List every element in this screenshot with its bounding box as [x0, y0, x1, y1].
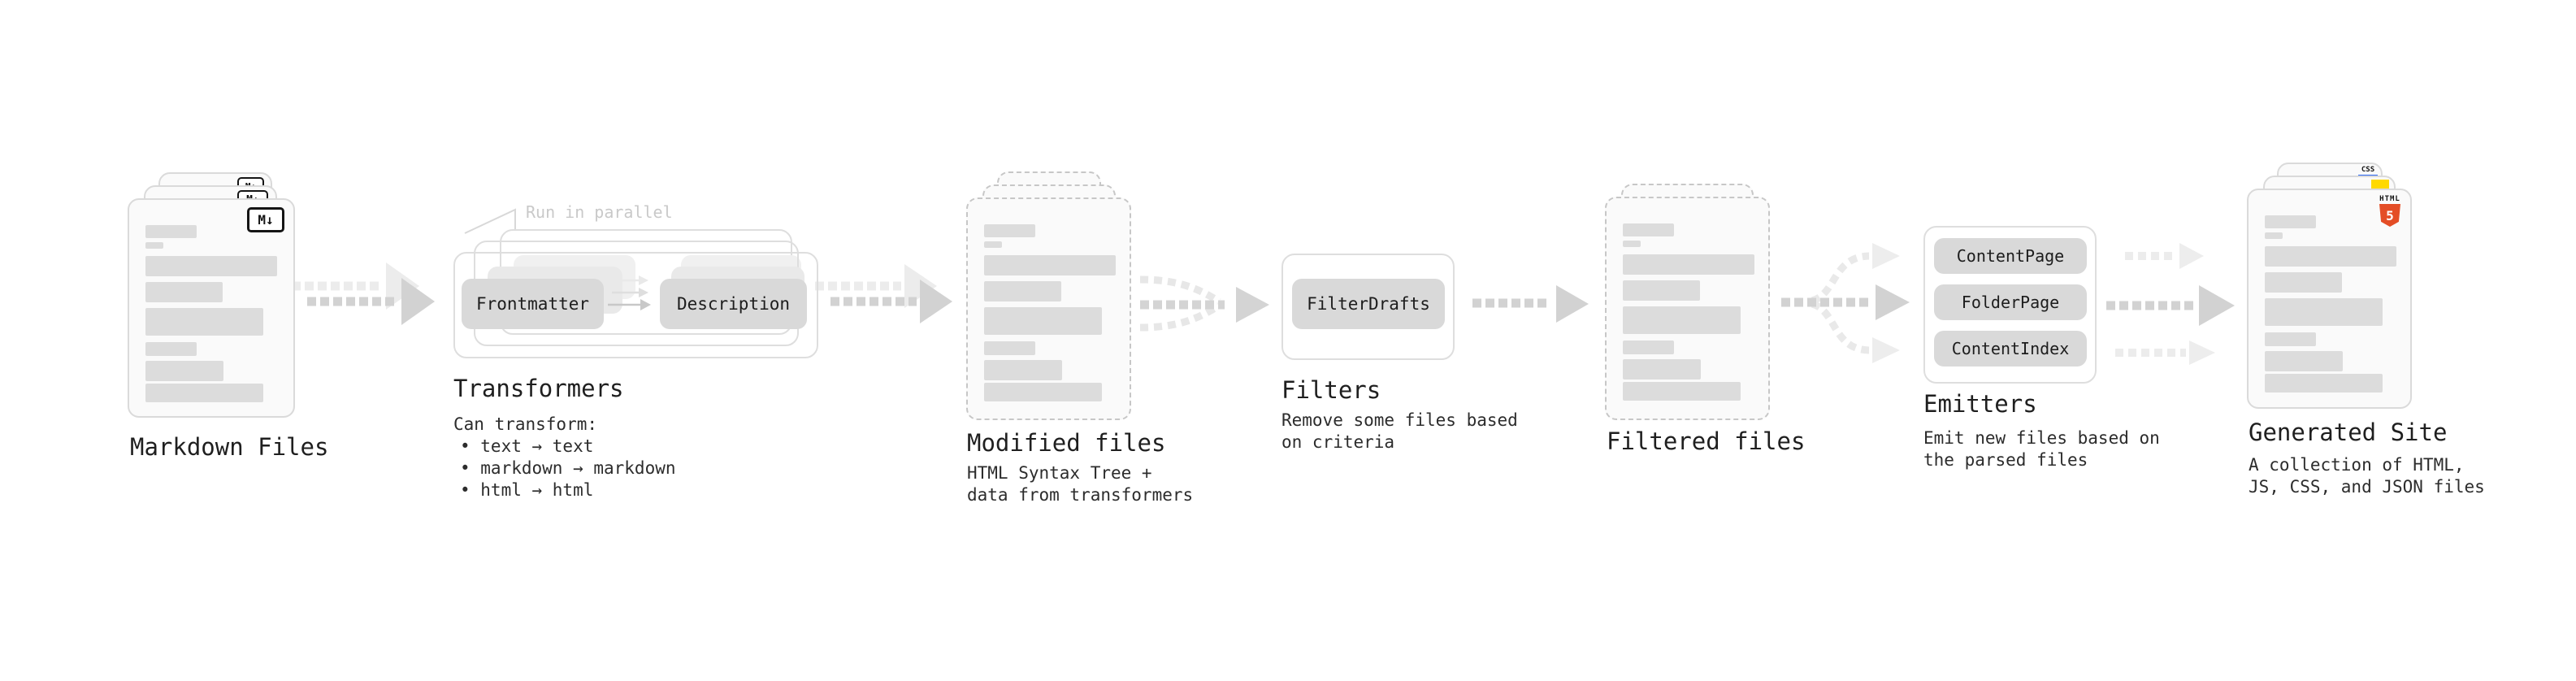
html5-icon-shield: 5 — [2379, 204, 2400, 227]
emitter-pill-contentpage: ContentPage — [1934, 238, 2087, 274]
arrow-modified-to-filters — [1140, 287, 1269, 323]
transformer-inner-arrows — [608, 275, 651, 310]
placeholder-text-bar — [145, 225, 197, 238]
placeholder-text-bar — [984, 383, 1102, 401]
transformers-bullet-1: • text → text — [460, 436, 594, 456]
stage-title-markdown-files: Markdown Files — [130, 433, 329, 461]
markdown-file-card-front: M↓ — [128, 198, 295, 418]
emitter-pill-folderpage: FolderPage — [1934, 284, 2087, 320]
stage-title-emitters: Emitters — [1923, 390, 2037, 418]
emitters-subtitle-1: Emit new files based on — [1923, 428, 2160, 448]
filters-subtitle-1: Remove some files based — [1281, 410, 1518, 430]
placeholder-text-bar — [984, 241, 1002, 248]
arrow-modified-to-filters-branches — [1139, 275, 1221, 332]
placeholder-text-bar — [1623, 223, 1674, 236]
markdown-icon: M↓ — [247, 207, 284, 232]
modified-file-card-front — [966, 197, 1131, 420]
placeholder-text-bar — [2265, 246, 2396, 267]
placeholder-text-bar — [984, 341, 1035, 355]
placeholder-text-bar — [2265, 374, 2383, 393]
transformers-bullet-2: • markdown → markdown — [460, 458, 676, 478]
transformer-pill-frontmatter: Frontmatter — [462, 279, 604, 329]
html5-icon: HTML 5 — [2379, 195, 2400, 227]
placeholder-text-bar — [2265, 232, 2283, 239]
generated-file-card-html: HTML 5 — [2247, 189, 2412, 409]
filtered-file-card-front — [1605, 197, 1770, 420]
css-icon-label: CSS — [2361, 166, 2375, 174]
arrow-filtered-to-emitters-branches — [1811, 243, 1900, 363]
placeholder-text-bar — [145, 384, 263, 402]
arrow-filtered-to-emitters — [1781, 284, 1910, 320]
placeholder-text-bar — [984, 307, 1102, 335]
arrow-markdown-to-transformers — [307, 278, 435, 325]
transformers-bullet-3: • html → html — [460, 480, 594, 500]
placeholder-text-bar — [145, 282, 223, 302]
placeholder-text-bar — [1623, 254, 1754, 275]
arrow-filters-to-filtered — [1472, 285, 1589, 323]
generated-site-subtitle-2: JS, CSS, and JSON files — [2249, 477, 2485, 497]
transformer-pill-description: Description — [660, 279, 807, 329]
placeholder-text-bar — [145, 361, 223, 381]
placeholder-text-bar — [984, 360, 1062, 380]
stage-title-filters: Filters — [1281, 376, 1381, 404]
arrow-emitters-to-generated-bottom — [2115, 340, 2215, 365]
arrow-emitters-to-generated-top — [2125, 243, 2204, 269]
filters-subtitle-2: on criteria — [1281, 432, 1395, 452]
html5-icon-number: 5 — [2386, 207, 2394, 223]
placeholder-text-bar — [1623, 382, 1741, 401]
transformers-desc-heading: Can transform: — [453, 414, 598, 434]
placeholder-text-bar — [145, 242, 163, 249]
placeholder-text-bar — [2265, 332, 2316, 346]
arrow-emitters-to-generated-middle — [2106, 285, 2235, 326]
placeholder-text-bar — [1623, 280, 1700, 301]
placeholder-text-bar — [984, 255, 1116, 275]
placeholder-text-bar — [145, 342, 197, 356]
placeholder-text-bar — [145, 308, 263, 336]
stage-title-filtered-files: Filtered files — [1607, 427, 1806, 455]
stage-title-modified-files: Modified files — [967, 429, 1166, 457]
placeholder-text-bar — [1623, 359, 1701, 380]
html5-icon-label: HTML — [2379, 195, 2400, 203]
run-in-parallel-leader-line — [464, 208, 516, 234]
placeholder-text-bar — [2265, 215, 2316, 228]
placeholder-text-bar — [1623, 340, 1674, 354]
placeholder-text-bar — [2265, 351, 2343, 371]
emitters-subtitle-2: the parsed files — [1923, 450, 2088, 470]
run-in-parallel-note: Run in parallel — [526, 202, 673, 222]
placeholder-text-bar — [984, 224, 1035, 237]
emitter-pill-contentindex: ContentIndex — [1934, 331, 2087, 367]
placeholder-text-bar — [2265, 272, 2342, 293]
placeholder-text-bar — [145, 256, 277, 276]
transformer-box-front — [453, 252, 818, 358]
stage-title-transformers: Transformers — [453, 375, 624, 402]
placeholder-text-bar — [984, 281, 1061, 301]
modified-files-subtitle-1: HTML Syntax Tree + — [967, 463, 1152, 483]
generated-site-subtitle-1: A collection of HTML, — [2249, 455, 2465, 475]
placeholder-text-bar — [2265, 298, 2383, 326]
arrow-transformers-to-modified — [830, 280, 952, 323]
placeholder-text-bar — [1623, 306, 1741, 334]
filter-pill-filterdrafts: FilterDrafts — [1292, 279, 1445, 329]
placeholder-text-bar — [1623, 241, 1641, 247]
modified-files-subtitle-2: data from transformers — [967, 485, 1194, 505]
stage-title-generated-site: Generated Site — [2249, 419, 2448, 446]
